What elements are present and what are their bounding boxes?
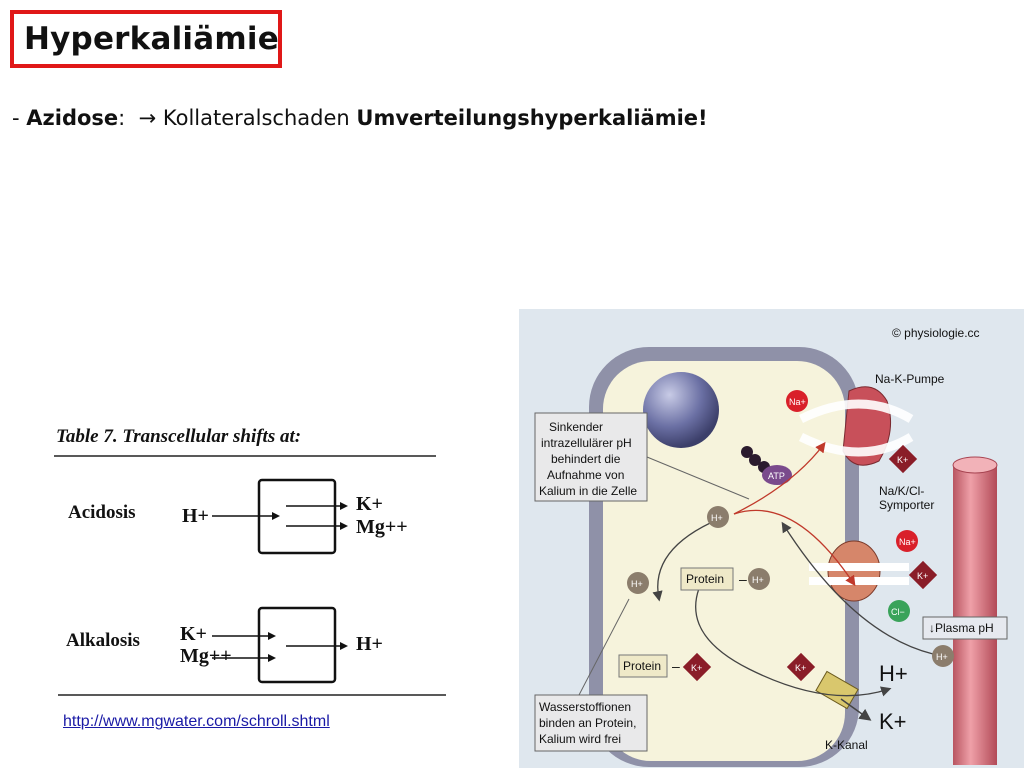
transcellular-shifts-table: Table 7. Transcellular shifts at: Acidos…	[50, 420, 450, 702]
callout-2-line-2: binden an Protein,	[539, 716, 636, 730]
protein-label-1: Protein	[686, 572, 724, 586]
copyright: © physiologie.cc	[892, 326, 980, 340]
svg-text:K+: K+	[795, 663, 806, 673]
bullet-colon: :	[118, 106, 126, 130]
svg-text:H+: H+	[711, 513, 723, 523]
svg-text:Na+: Na+	[789, 397, 806, 407]
callout-2-line-1: Wasserstoffionen	[539, 700, 631, 714]
svg-text:–: –	[739, 571, 747, 587]
k-ion-big: K+	[879, 709, 907, 734]
ion-h-in: H+	[182, 505, 209, 527]
table-title: Table 7. Transcellular shifts at:	[56, 426, 302, 447]
protein-label-2: Protein	[623, 659, 661, 673]
h-ion	[707, 506, 729, 528]
bullet-text: Kollateralschaden	[162, 106, 350, 130]
table-lines	[54, 455, 446, 696]
bullet-term: Azidose	[26, 106, 119, 130]
protein-box-2	[618, 654, 668, 678]
callout-2-line-3: Kalium wird frei	[539, 732, 621, 746]
cell-diagram: ATP Na+ K+ Na+ K+ Cl− H+ H+ H+ H+ K+ K+ …	[519, 309, 1024, 768]
callout-1-line-2: intrazellulärer pH	[541, 436, 632, 450]
symporter-label-2: Symporter	[879, 498, 934, 512]
k-ion-3	[682, 652, 712, 682]
row-label-alkalosis: Alkalosis	[66, 630, 140, 651]
plasma-ph-box	[922, 616, 1008, 640]
nucleus	[643, 372, 719, 448]
pump-label: Na-K-Pumpe	[875, 372, 945, 386]
h-ion-2	[627, 572, 649, 594]
svg-text:K+: K+	[917, 571, 928, 581]
na-ion-2	[896, 530, 918, 552]
cl-ion	[888, 600, 910, 622]
bullet-line: - Azidose: → Kollateralschaden Umverteil…	[12, 106, 708, 130]
svg-text:K+: K+	[897, 455, 908, 465]
svg-text:Cl−: Cl−	[891, 607, 905, 617]
k-ion-4	[786, 652, 816, 682]
callout-1-line-4: Aufnahme von	[547, 468, 624, 482]
vessel-opening	[952, 456, 998, 474]
h-ion-4	[932, 645, 954, 667]
svg-text:Na+: Na+	[899, 537, 916, 547]
callout-1-line-1: Sinkender	[549, 420, 603, 434]
bullet-dash: -	[12, 106, 20, 130]
bullet-emphasis: Umverteilungshyperkaliämie!	[356, 106, 708, 130]
na-ion	[786, 390, 808, 412]
blood-vessel	[953, 465, 997, 765]
plasma-ph-label: ↓Plasma pH	[929, 621, 994, 635]
row-label-acidosis: Acidosis	[68, 502, 136, 523]
k-channel	[815, 670, 859, 710]
ion-mg-out: Mg++	[356, 516, 408, 538]
source-link[interactable]: http://www.mgwater.com/schroll.shtml	[63, 713, 330, 730]
symporter-label-1: Na/K/Cl-	[879, 484, 924, 498]
atp-molecule	[762, 465, 792, 485]
arrow-icon: →	[138, 106, 157, 130]
title-box: Hyperkaliämie	[10, 10, 282, 68]
callout-box-1	[534, 412, 648, 502]
callout-1-line-5: Kalium in die Zelle	[539, 484, 637, 498]
slide-title: Hyperkaliämie	[24, 21, 279, 57]
callout-box-2	[534, 694, 648, 752]
ion-k-out: K+	[356, 493, 383, 515]
svg-text:–: –	[672, 658, 680, 674]
svg-text:H+: H+	[936, 652, 948, 662]
svg-text:H+: H+	[752, 575, 764, 585]
callout-1-line-3: behindert die	[551, 452, 621, 466]
h-ion-big: H+	[879, 661, 908, 686]
atp-label: ATP	[768, 471, 785, 481]
ion-k-in: K+	[180, 623, 207, 645]
k-ion	[888, 444, 918, 474]
k-ion-2	[908, 560, 938, 590]
k-channel-label: K-Kanal	[825, 738, 868, 752]
ion-h-out: H+	[356, 633, 383, 655]
svg-text:H+: H+	[631, 579, 643, 589]
h-ion-3	[748, 568, 770, 590]
protein-box-1	[680, 567, 734, 591]
ion-mg-in: Mg++	[180, 645, 232, 667]
svg-text:K+: K+	[691, 663, 702, 673]
